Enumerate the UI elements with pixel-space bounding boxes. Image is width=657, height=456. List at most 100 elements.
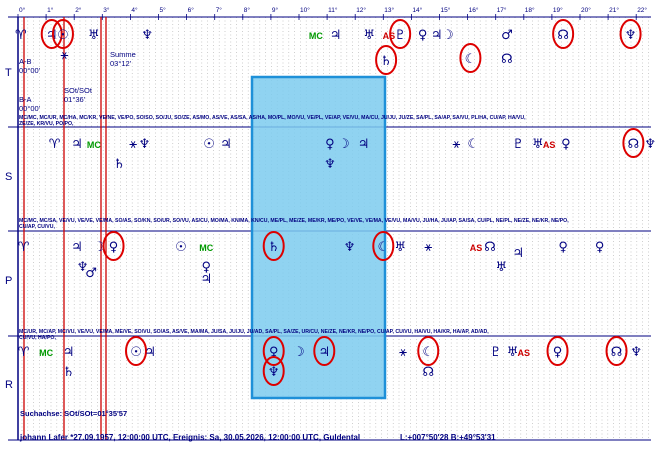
- degree-label: 20°: [581, 6, 591, 14]
- sun-icon: ☉: [203, 137, 215, 152]
- neptune-icon: ♆: [77, 260, 89, 275]
- sextile-icon: ⚹: [129, 137, 137, 152]
- saturn-icon: ♄: [380, 54, 392, 69]
- node-icon: ☊: [557, 28, 569, 43]
- pluto-icon: ♇: [490, 345, 502, 360]
- summe-value: 03°12': [110, 59, 132, 68]
- uranus-icon: ♅: [88, 28, 100, 43]
- neptune-icon: ♆: [268, 365, 280, 380]
- degree-label: 4°: [131, 6, 138, 14]
- cupido-icon: ☾: [377, 240, 389, 255]
- highlight-circle: [313, 336, 336, 366]
- ab-value: 00°00': [19, 66, 41, 75]
- aries-icon: ♈: [49, 137, 61, 152]
- moon-icon: ☽: [94, 240, 106, 255]
- degree-label: 13°: [384, 6, 394, 14]
- midheaven-label: MC: [39, 348, 53, 358]
- jupiter-icon: ♃: [330, 28, 342, 43]
- degree-label: 16°: [469, 6, 479, 14]
- highlight-circle: [375, 45, 398, 75]
- sot-value: 01°36': [64, 95, 86, 104]
- neptune-icon: ♆: [141, 28, 153, 43]
- neptune-icon: ♆: [644, 137, 656, 152]
- highlight-circle: [372, 231, 395, 261]
- degree-label: 5°: [160, 6, 167, 14]
- sot-label: SOt/SOt: [64, 86, 93, 95]
- venus-icon: ♀: [595, 240, 605, 255]
- midpoint-line-p2: CU/VU, HA/PO,: [19, 335, 56, 341]
- row-letter-s: S: [5, 171, 12, 183]
- degree-label: 18°: [525, 6, 535, 14]
- planet-glyphs: ♈♃☉⚹♅♆MC♃♅♄AS♇♀♃☽☾♂☊☊♆♈♃MC⚹♆♄☉♃♀☽♃♆⚹☾♇♅A…: [15, 19, 656, 386]
- uranus-icon: ♅: [363, 28, 375, 43]
- highlight-circle: [262, 336, 285, 366]
- venus-icon: ♀: [325, 137, 335, 152]
- sun-icon: ☉: [130, 345, 142, 360]
- saturn-icon: ♄: [268, 240, 280, 255]
- midpoint-lists: MC/MC, MC/UR, MC/HA, MC/KR, VE/NE, VE/PO…: [19, 115, 569, 341]
- venus-icon: ♀: [558, 240, 568, 255]
- venus-icon: ♀: [418, 28, 428, 43]
- highlight-circle: [552, 19, 575, 49]
- highlight-circle: [605, 336, 628, 366]
- highlight-circle: [262, 356, 285, 386]
- neptune-icon: ♆: [625, 28, 637, 43]
- degree-label: 1°: [47, 6, 54, 14]
- node-icon: ☊: [611, 345, 623, 360]
- highlight-circle: [546, 336, 569, 366]
- cupido-icon: ☾: [465, 52, 477, 67]
- uranus-icon: ♅: [495, 260, 507, 275]
- jupiter-icon: ♃: [46, 28, 58, 43]
- pluto-icon: ♇: [394, 28, 406, 43]
- ba-value: 00°00': [19, 104, 41, 113]
- degree-label: 21°: [609, 6, 619, 14]
- node-icon: ☊: [628, 137, 640, 152]
- mars-icon: ♂: [85, 266, 97, 281]
- sextile-icon: ⚹: [399, 345, 407, 360]
- venus-icon: ♀: [561, 137, 571, 152]
- row-letter-p: P: [5, 275, 12, 287]
- highlight-circle: [102, 231, 125, 261]
- sextile-icon: ⚹: [60, 48, 68, 63]
- degree-label: 6°: [188, 6, 195, 14]
- jupiter-icon: ♃: [512, 246, 524, 261]
- uranus-icon: ♅: [532, 137, 544, 152]
- row-letter-r: R: [5, 379, 13, 391]
- midpoint-line-p1: MC/UR, MC/AP, MC/VU, VE/VU, VE/MA, ME/VE…: [19, 329, 489, 335]
- highlight-circle: [459, 43, 482, 73]
- degree-label: 11°: [328, 6, 338, 14]
- pluto-icon: ♇: [512, 137, 524, 152]
- venus-icon: ♀: [109, 240, 119, 255]
- highlight-circle: [262, 231, 285, 261]
- midheaven-label: MC: [309, 31, 323, 41]
- degree-label: 9°: [272, 6, 279, 14]
- selection-highlight[interactable]: [250, 75, 387, 400]
- suchachse-text: Suchachse: SOt/SOt=01°35'57: [20, 409, 127, 418]
- degree-label: 15°: [441, 6, 451, 14]
- moon-icon: ☽: [293, 345, 305, 360]
- aries-icon: ♈: [15, 28, 27, 43]
- sextile-icon: ⚹: [452, 137, 460, 152]
- jupiter-icon: ♃: [71, 240, 83, 255]
- uranus-icon: ♅: [507, 345, 519, 360]
- aries-icon: ♈: [18, 345, 30, 360]
- highlight-circle: [51, 19, 74, 49]
- degree-label: 7°: [216, 6, 223, 14]
- degree-label: 12°: [356, 6, 366, 14]
- saturn-icon: ♄: [113, 157, 125, 172]
- search-axis-lines: [23, 17, 107, 440]
- highlight-circle: [125, 336, 148, 366]
- midpoint-line-s2: CU/AP, CU/VU,: [19, 224, 55, 230]
- node-icon: ☊: [422, 365, 434, 380]
- degree-scale: 0°1°2°3°4°5°6°7°8°9°10°11°12°13°14°15°16…: [17, 6, 647, 20]
- sextile-icon: ⚹: [424, 240, 432, 255]
- degree-label: 19°: [553, 6, 563, 14]
- highlight-circle: [389, 19, 412, 49]
- sun-icon: ☉: [57, 28, 69, 43]
- jupiter-icon: ♃: [200, 272, 212, 287]
- degree-label: 14°: [412, 6, 422, 14]
- highlight-circle: [622, 128, 645, 158]
- venus-icon: ♀: [269, 345, 279, 360]
- summe-label: Summe: [110, 50, 136, 59]
